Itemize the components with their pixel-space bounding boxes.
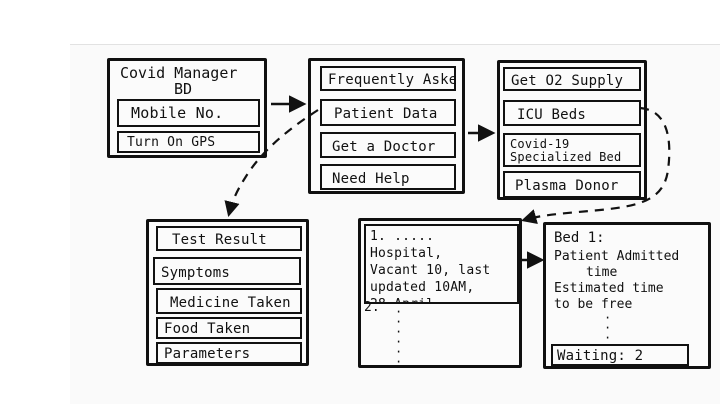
patient-data-screen: Test Result Symptoms Medicine Taken Food… (146, 219, 309, 366)
services-screen: Get O2 Supply ICU Beds Covid-19 Speciali… (497, 60, 647, 200)
menu-item-get-a-doctor[interactable]: Get a Doctor (320, 132, 456, 158)
bed-title: Bed 1: (554, 230, 605, 246)
symptoms-item[interactable]: Symptoms (153, 257, 301, 285)
menu-item-frequently-asked[interactable]: Frequently Asked (320, 66, 456, 91)
bed-detail-screen: Bed 1: Patient Admitted time Estimated t… (543, 222, 711, 369)
hospital-list-more-dots: ······ (395, 305, 403, 369)
hospital-entry-1-line1: 1. ..... Hospital, (370, 229, 443, 261)
patient-admitted-time-label: time (586, 265, 618, 280)
turn-on-gps-button[interactable]: Turn On GPS (117, 131, 260, 153)
mobile-number-field[interactable]: Mobile No. (117, 99, 260, 127)
covid-specialized-bed-line2: Specialized Bed (510, 150, 622, 164)
hospital-entry-2-number[interactable]: 2. (364, 300, 380, 315)
test-result-item[interactable]: Test Result (156, 226, 302, 251)
bed-detail-more-dots: ··· (604, 311, 612, 345)
menu-screen: Frequently Asked Patient Data Get a Doct… (308, 58, 465, 194)
get-o2-supply-button[interactable]: Get O2 Supply (503, 67, 641, 91)
food-taken-item[interactable]: Food Taken (156, 317, 302, 339)
app-title: Covid Manager (120, 64, 238, 82)
hospital-entry-1-line4: 28 April (370, 296, 513, 302)
icu-beds-button[interactable]: ICU Beds (503, 100, 641, 126)
patient-admitted-label: Patient Admitted (554, 249, 680, 264)
menu-item-patient-data[interactable]: Patient Data (320, 99, 456, 126)
hospital-entry-1[interactable]: 1. ..... Hospital, Vacant 10, last updat… (364, 224, 519, 304)
plasma-donor-button[interactable]: Plasma Donor (503, 171, 641, 198)
medicine-taken-item[interactable]: Medicine Taken (156, 288, 302, 314)
hospital-list-screen: 1. ..... Hospital, Vacant 10, last updat… (358, 218, 522, 368)
estimated-time-free-label: to be free (554, 297, 633, 312)
hospital-entry-1-line2: Vacant 10, last (370, 263, 491, 278)
app-title-subtitle: BD (174, 80, 193, 98)
home-screen: Covid Manager BD Mobile No. Turn On GPS (107, 58, 267, 158)
top-divider (70, 44, 720, 45)
parameters-item[interactable]: Parameters (156, 342, 302, 364)
covid-specialized-bed-button[interactable]: Covid-19 Specialized Bed (503, 133, 641, 167)
waiting-count-badge: Waiting: 2 (551, 344, 689, 366)
estimated-time-label: Estimated time (554, 281, 664, 296)
hospital-entry-1-line3: updated 10AM, (370, 280, 475, 295)
menu-item-need-help[interactable]: Need Help (320, 164, 456, 190)
